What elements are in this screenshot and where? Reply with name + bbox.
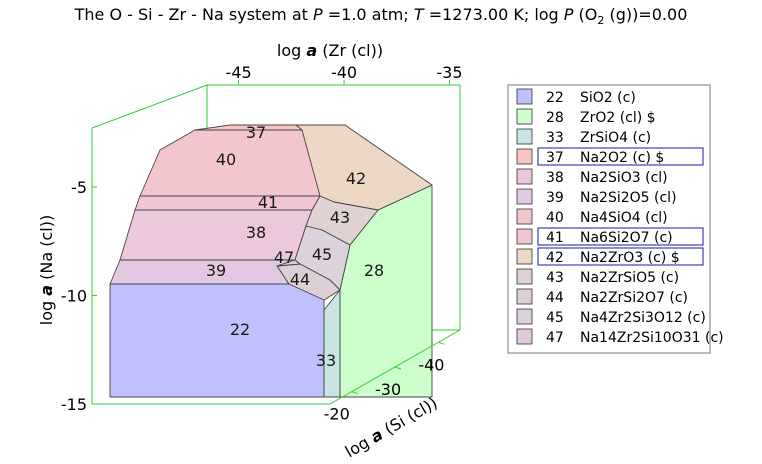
region-label-47: 47 — [274, 248, 294, 267]
legend-frame — [507, 84, 711, 354]
legend-swatch-47 — [516, 328, 533, 345]
region-label-28: 28 — [364, 261, 384, 280]
legend-swatch-41 — [516, 228, 533, 245]
region-label-41: 41 — [258, 193, 278, 212]
legend-swatch-44 — [516, 288, 533, 305]
top-axis-label: log a (Zr (cl)) — [277, 41, 383, 60]
region-label-43: 43 — [330, 208, 350, 227]
left-tick-label-1: -10 — [61, 287, 87, 306]
legend-number-43: 43 — [546, 270, 564, 286]
legend-swatch-40 — [516, 208, 533, 225]
legend-name-44: Na2ZrSi2O7 (c) — [580, 290, 688, 306]
region-22 — [109, 283, 325, 398]
legend-swatch-42 — [516, 248, 533, 265]
legend-name-43: Na2ZrSiO5 (c) — [580, 270, 679, 286]
legend-number-39: 39 — [546, 190, 564, 206]
legend-name-47: Na14Zr2Si10O31 (c) — [580, 330, 724, 346]
region-label-37: 37 — [246, 123, 266, 142]
region-41 — [134, 195, 321, 211]
legend-name-42: Na2ZrO3 (c) $ — [580, 250, 680, 266]
legend-highlight-41 — [537, 227, 704, 246]
depth-axis-label: log a (Si (cl)) — [342, 393, 441, 461]
region-label-45: 45 — [312, 245, 332, 264]
legend-swatch-43 — [516, 268, 533, 285]
region-33 — [323, 289, 341, 398]
region-labels: 22 33 28 39 38 41 40 37 42 43 45 44 47 — [206, 123, 384, 370]
legend-number-22: 22 — [546, 90, 564, 106]
legend-name-41: Na6Si2O7 (c) — [580, 230, 673, 246]
depth-tick-label-1: -30 — [375, 380, 401, 399]
legend-swatch-45 — [516, 308, 533, 325]
legend-number-37: 37 — [546, 150, 564, 166]
top-tick-label-2: -35 — [436, 63, 462, 82]
depth-tick-label-0: -20 — [324, 405, 350, 424]
left-tick-label-2: -15 — [61, 395, 87, 414]
legend-highlight-42 — [537, 247, 704, 266]
legend-name-38: Na2SiO3 (cl) — [580, 170, 668, 186]
top-tick-label-1: -40 — [331, 63, 357, 82]
region-label-22: 22 — [230, 320, 250, 339]
legend-name-45: Na4Zr2Si3O12 (c) — [580, 310, 706, 326]
legend-swatch-28 — [516, 108, 533, 125]
legend-number-45: 45 — [546, 310, 564, 326]
legend-number-33: 33 — [546, 130, 564, 146]
depth-tick-label-2: -40 — [418, 355, 444, 374]
legend-highlight-37 — [537, 147, 704, 166]
left-tick-label-0: -5 — [71, 178, 87, 197]
legend-number-28: 28 — [546, 110, 564, 126]
legend-number-38: 38 — [546, 170, 564, 186]
phase-regions — [109, 124, 433, 398]
legend-number-44: 44 — [546, 290, 564, 306]
legend-name-40: Na4SiO4 (cl) — [580, 210, 668, 226]
legend-swatch-33 — [516, 128, 533, 145]
legend-name-39: Na2Si2O5 (cl) — [580, 190, 677, 206]
region-39 — [109, 259, 296, 285]
legend-number-40: 40 — [546, 210, 564, 226]
legend-name-22: SiO2 (c) — [580, 90, 636, 106]
region-label-33: 33 — [316, 351, 336, 370]
depth-tick-mark-2 — [438, 341, 445, 345]
legend-swatch-39 — [516, 188, 533, 205]
legend-number-42: 42 — [546, 250, 564, 266]
region-label-44: 44 — [290, 270, 310, 289]
legend-number-47: 47 — [546, 330, 564, 346]
region-label-42: 42 — [346, 169, 366, 188]
legend-name-28: ZrO2 (cl) $ — [580, 110, 656, 126]
region-47 — [276, 259, 301, 267]
left-axis: log a (Na (cl)) -5 -10 -15 — [37, 178, 97, 414]
legend-swatch-22 — [516, 88, 533, 105]
legend-name-37: Na2O2 (c) $ — [580, 150, 664, 166]
region-label-40: 40 — [216, 150, 236, 169]
left-axis-label: log a (Na (cl)) — [37, 215, 56, 325]
legend-name-33: ZrSiO4 (c) — [580, 130, 651, 146]
top-tick-label-0: -45 — [226, 63, 252, 82]
depth-tick-mark-0 — [351, 391, 358, 395]
legend-swatch-37 — [516, 148, 533, 165]
diagram-title: The O - Si - Zr - Na system at P =1.0 at… — [74, 5, 688, 27]
region-label-39: 39 — [206, 261, 226, 280]
top-axis: log a (Zr (cl)) -45 -40 -35 — [226, 41, 463, 85]
region-label-38: 38 — [246, 223, 266, 242]
legend-number-41: 41 — [546, 230, 564, 246]
depth-tick-mark-1 — [394, 366, 402, 370]
legend-swatch-38 — [516, 168, 533, 185]
